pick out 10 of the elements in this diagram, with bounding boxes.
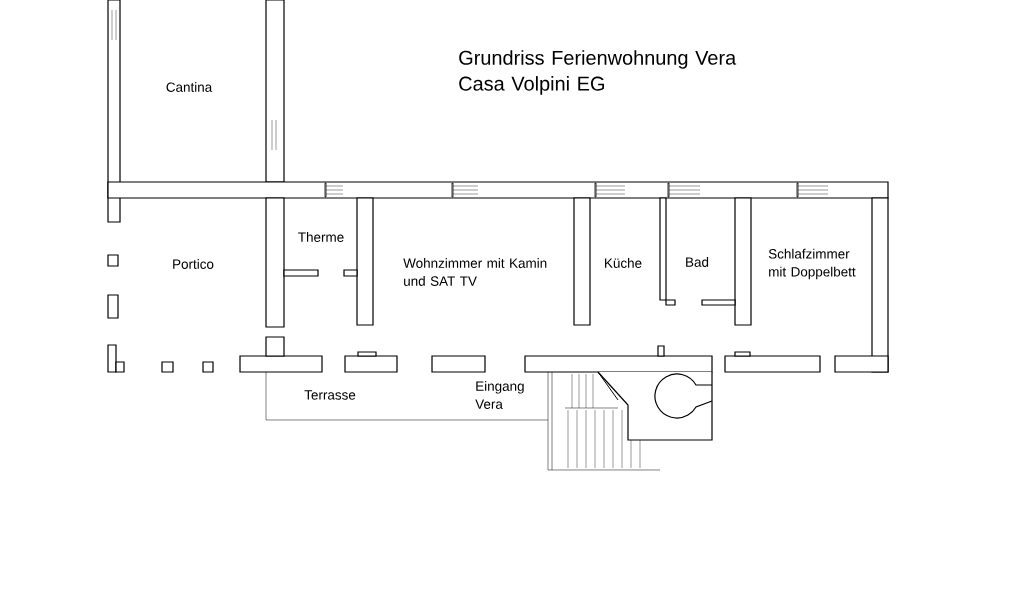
room-label: Wohnzimmer mit Kamin und SAT TV [403, 258, 547, 286]
room-label: Schlafzimmer mit Doppelbett [768, 248, 856, 280]
room-label: Terrasse [304, 390, 356, 400]
title: Grundriss Ferienwohnung Vera Casa Volpini EG [459, 50, 737, 95]
room-label: Eingang Vera [475, 381, 524, 409]
room-label: Portico [173, 259, 214, 269]
room-label: Cantina [166, 82, 213, 92]
room-label: Therme [298, 232, 344, 242]
room-label: Küche [605, 258, 642, 268]
room-label: Bad [686, 257, 709, 267]
